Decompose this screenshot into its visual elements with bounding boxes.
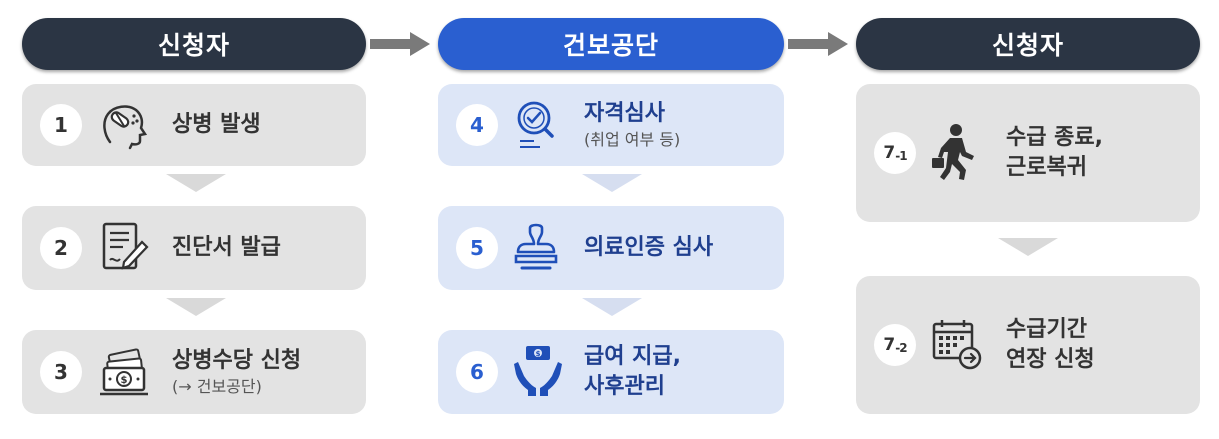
- step-label: 급여 지급,: [584, 344, 681, 369]
- step-number: 7-2: [874, 324, 916, 366]
- step-label: 진단서 발급: [172, 235, 281, 260]
- down-chevron-icon: [582, 298, 642, 316]
- step-label: 상병 발생: [172, 112, 261, 137]
- step-1-box: 1 상병 발생: [22, 84, 366, 166]
- step-4-box: 4 자격심사 (취업 여부 등): [438, 84, 784, 166]
- step-label: 수급기간: [1006, 317, 1087, 342]
- step-number: 4: [456, 104, 498, 146]
- step-note: (→ 건보공단): [172, 377, 262, 396]
- step-3-box: 3 $ 상병수당 신청 (→ 건보공단): [22, 330, 366, 414]
- right-arrow-icon: [370, 32, 430, 56]
- step-7-1-box: 7-1 수급 종료, 근로복귀: [856, 84, 1200, 222]
- header-applicant-2: 신청자: [856, 18, 1200, 70]
- step-7-2-box: 7-2 수급기간 연장 신청: [856, 276, 1200, 414]
- header-nhis: 건보공단: [438, 18, 784, 70]
- money-cash-icon: $: [100, 348, 148, 396]
- person-walking-briefcase-icon: [932, 124, 974, 180]
- down-chevron-icon: [166, 298, 226, 316]
- right-arrow-icon: [788, 32, 848, 56]
- step-label-line2: 사후관리: [584, 374, 665, 399]
- header-label: 건보공단: [562, 31, 659, 60]
- header-label: 신청자: [157, 31, 230, 60]
- step-6-box: 6 $ 급여 지급, 사후관리: [438, 330, 784, 414]
- document-pen-icon: [102, 222, 149, 270]
- step-5-box: 5 의료인증 심사: [438, 206, 784, 290]
- step-2-box: 2 진단서 발급: [22, 206, 366, 290]
- down-chevron-icon: [166, 174, 226, 192]
- step-number: 2: [40, 227, 82, 269]
- step-number: 5: [456, 227, 498, 269]
- step-number: 3: [40, 351, 82, 393]
- hand-money-icon: $: [514, 346, 562, 396]
- head-pill-icon: [103, 105, 148, 150]
- calendar-arrow-icon: [932, 320, 982, 370]
- down-chevron-icon: [582, 174, 642, 192]
- down-chevron-icon: [998, 238, 1058, 256]
- step-label-line2: 연장 신청: [1006, 347, 1095, 372]
- step-note: (취업 여부 등): [584, 130, 681, 149]
- step-label: 자격심사: [584, 101, 665, 126]
- step-number: 6: [456, 351, 498, 393]
- magnifier-check-icon: [517, 101, 554, 148]
- step-label: 상병수당 신청: [172, 348, 302, 373]
- step-label: 의료인증 심사: [584, 235, 714, 260]
- svg-text:$: $: [121, 375, 128, 386]
- step-label: 수급 종료,: [1006, 125, 1103, 150]
- stamp-icon: [514, 223, 558, 270]
- svg-text:$: $: [536, 350, 541, 358]
- header-label: 신청자: [991, 31, 1064, 60]
- step-number: 1: [40, 104, 82, 146]
- step-number: 7-1: [874, 132, 916, 174]
- step-label-line2: 근로복귀: [1006, 155, 1087, 180]
- header-applicant-1: 신청자: [22, 18, 366, 70]
